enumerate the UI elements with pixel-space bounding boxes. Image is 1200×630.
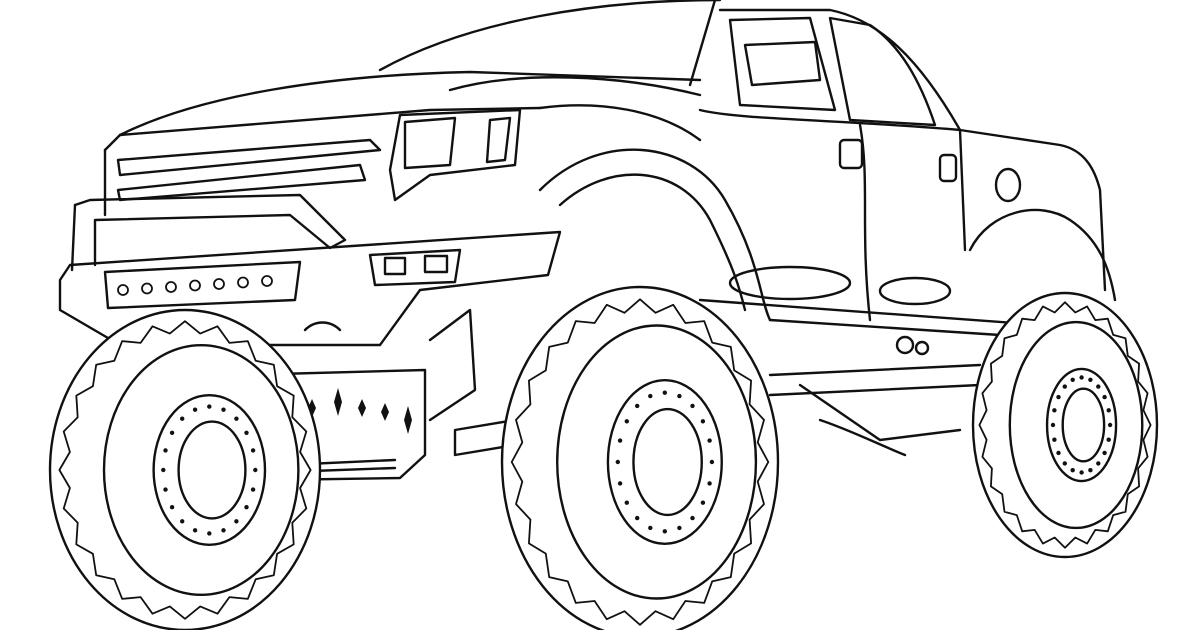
- rim: [152, 394, 267, 547]
- lug-bolt-icon: [221, 407, 226, 412]
- lug-bolt-icon: [648, 393, 653, 399]
- lug-bolt-icon: [234, 416, 239, 421]
- lug-bolt-icon: [1050, 422, 1056, 428]
- hub: [177, 420, 247, 520]
- lug-bolt-icon: [169, 505, 175, 510]
- tire-tread: [58, 320, 312, 620]
- lug-bolt-icon: [1079, 470, 1084, 475]
- truck-body: [103, 0, 1117, 337]
- light-icon: [165, 281, 177, 293]
- lug-bolt-icon: [1088, 468, 1093, 473]
- light-icon: [237, 276, 249, 289]
- light-icon: [117, 284, 129, 296]
- hub: [632, 407, 703, 517]
- lug-bolt-icon: [1056, 394, 1061, 400]
- lug-bolt-icon: [700, 419, 706, 424]
- lug-bolt-icon: [1052, 408, 1057, 413]
- lug-bolt-icon: [163, 487, 168, 492]
- diamond-icon: [358, 399, 366, 417]
- lug-bolt-icon: [221, 528, 226, 533]
- lug-bolt-icon: [615, 459, 620, 465]
- lug-bolt-icon: [707, 438, 712, 443]
- lug-bolt-icon: [700, 500, 706, 505]
- hub: [1061, 387, 1106, 463]
- lug-bolt-icon: [180, 416, 185, 421]
- lug-bolt-icon: [617, 481, 623, 486]
- lug-bolt-icon: [1107, 422, 1113, 428]
- diamond-icon: [404, 406, 412, 434]
- lug-bolt-icon: [635, 403, 640, 409]
- lug-bolt-icon: [1056, 450, 1061, 456]
- lug-bolt-icon: [690, 403, 695, 409]
- lug-bolt-icon: [1088, 377, 1093, 382]
- tire: [48, 308, 322, 630]
- tire-tread: [978, 301, 1152, 549]
- lug-bolt-icon: [1062, 384, 1068, 389]
- diamond-icon: [334, 388, 342, 416]
- lug-bolt-icon: [1052, 437, 1057, 442]
- lug-bolt-icon: [624, 500, 629, 505]
- lug-bolt-icon: [1102, 450, 1107, 456]
- lug-bolt-icon: [161, 467, 166, 473]
- tire: [500, 285, 780, 630]
- front-bumper: [58, 193, 562, 482]
- diamond-icon: [381, 403, 389, 421]
- lug-bolt-icon: [1079, 375, 1084, 380]
- tire-sidewall: [1008, 320, 1144, 530]
- tire-tread: [510, 298, 770, 626]
- lug-bolt-icon: [690, 515, 695, 521]
- lug-bolt-icon: [1070, 377, 1075, 382]
- lug-bolt-icon: [677, 393, 682, 399]
- lug-bolt-icon: [250, 487, 256, 492]
- lug-bolt-icon: [163, 448, 168, 453]
- lug-bolt-icon: [707, 481, 712, 486]
- lug-bolt-icon: [662, 529, 667, 534]
- lug-bolt-icon: [624, 419, 629, 424]
- front-right-wheel: [500, 285, 780, 630]
- lug-bolt-icon: [169, 430, 175, 435]
- lug-bolt-icon: [234, 519, 239, 524]
- lug-bolt-icon: [1106, 437, 1111, 442]
- lug-bolt-icon: [253, 467, 258, 473]
- rear-wheel: [971, 291, 1159, 559]
- lug-bolt-icon: [207, 404, 212, 409]
- lug-bolt-icon: [1102, 394, 1107, 400]
- light-icon: [213, 278, 225, 290]
- lug-bolt-icon: [648, 525, 653, 531]
- lug-bolt-icon: [1096, 384, 1101, 389]
- rim: [1045, 367, 1118, 483]
- lug-bolt-icon: [192, 528, 198, 533]
- light-icon: [141, 282, 153, 295]
- lug-bolt-icon: [250, 448, 256, 453]
- wheels: [48, 285, 1159, 630]
- lug-bolt-icon: [1096, 461, 1101, 466]
- tire: [971, 291, 1159, 559]
- lug-bolt-icon: [180, 519, 185, 524]
- front-left-wheel: [48, 308, 322, 630]
- rim: [606, 378, 723, 546]
- lug-bolt-icon: [1106, 408, 1111, 413]
- lug-bolt-icon: [1070, 468, 1075, 473]
- lug-bolt-icon: [1062, 461, 1068, 466]
- light-icon: [261, 275, 273, 287]
- lug-bolt-icon: [617, 438, 623, 443]
- lug-bolt-icon: [244, 505, 249, 510]
- lug-bolt-icon: [207, 531, 212, 536]
- tire-sidewall: [102, 344, 300, 597]
- light-bar: [117, 275, 273, 296]
- light-icon: [189, 279, 201, 292]
- tire-sidewall: [556, 324, 758, 600]
- lug-bolt-icon: [244, 430, 249, 435]
- lug-bolt-icon: [192, 407, 198, 412]
- lug-bolt-icon: [635, 515, 640, 521]
- lug-bolt-icon: [677, 525, 682, 531]
- lug-bolt-icon: [709, 459, 715, 465]
- lug-bolt-icon: [662, 390, 667, 395]
